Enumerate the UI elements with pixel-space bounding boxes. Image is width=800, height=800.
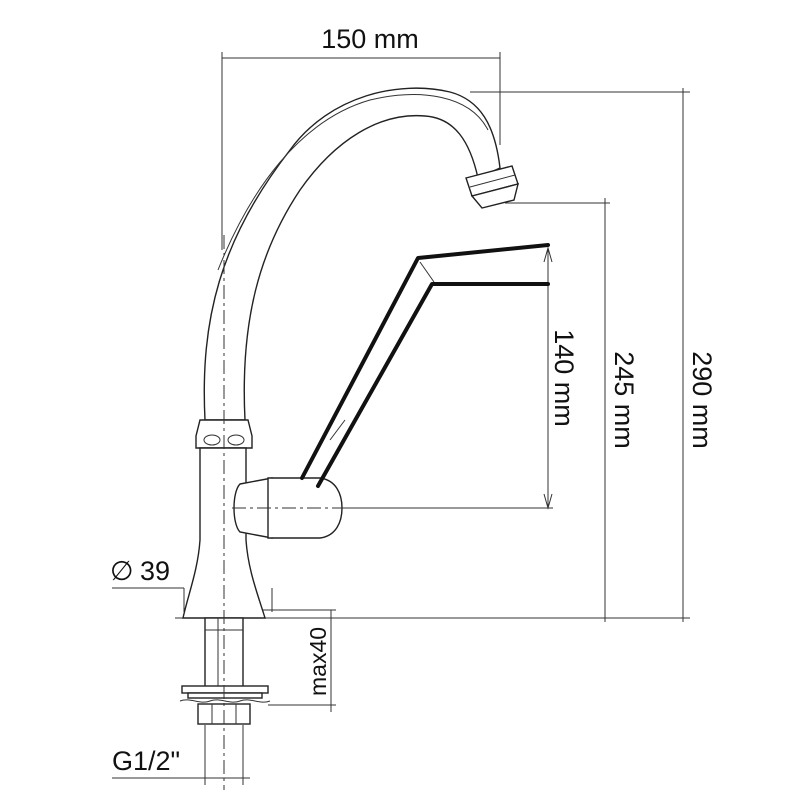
mounting-nut: [179, 685, 271, 725]
diameter-label: 39: [140, 556, 170, 586]
handle-height-label: 140 mm: [549, 329, 579, 427]
thread-label: G1/2": [112, 746, 180, 776]
arrow-up: [543, 246, 553, 263]
spout: [203, 87, 501, 421]
aerator: [465, 165, 519, 209]
valve-cap: [267, 477, 343, 539]
faucet: [179, 87, 550, 790]
reach-label: 150 mm: [321, 24, 419, 54]
outlet-height-label: 245 mm: [609, 351, 639, 449]
dimension-lines: [112, 52, 690, 785]
mount-thickness-label: max40: [305, 627, 331, 696]
spout-highlight: [217, 94, 489, 271]
diameter-symbol: ∅: [110, 556, 134, 586]
lever-handle: [300, 243, 550, 488]
collar-ring: [195, 419, 253, 449]
total-height-label: 290 mm: [687, 351, 717, 449]
arrow-down: [543, 493, 553, 510]
